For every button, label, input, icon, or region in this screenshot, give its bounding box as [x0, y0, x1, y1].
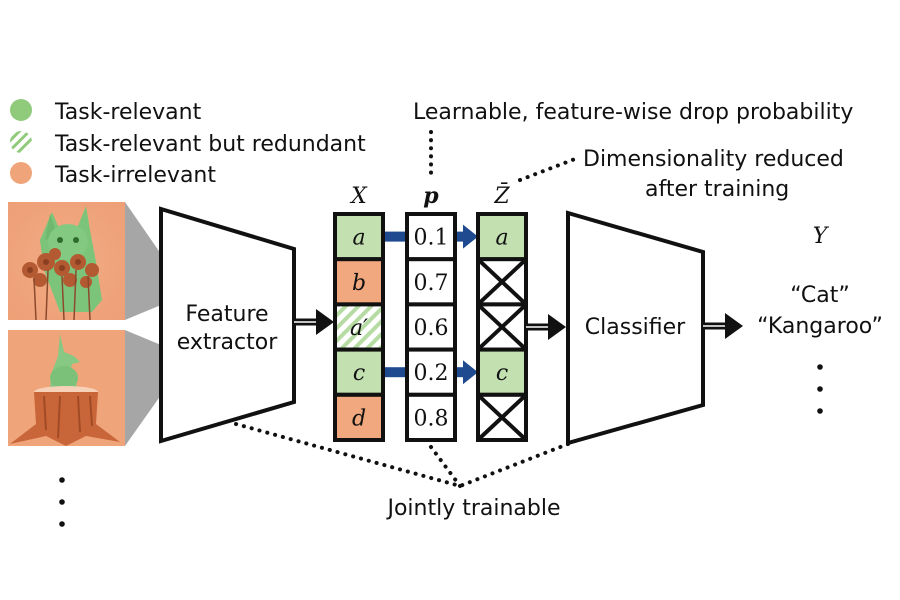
- dropped-feature-cell: [476, 392, 528, 442]
- drop-probability-cell: 0.1: [405, 212, 457, 262]
- legend-item-task-relevant: Task-relevant: [10, 99, 202, 125]
- cross-icon: [478, 304, 526, 350]
- jointly-trainable-label: Jointly trainable: [385, 496, 560, 521]
- drop-probability-value: 0.1: [414, 226, 449, 251]
- output-label-cat: “Cat”: [790, 283, 849, 308]
- dimensionality-annotation-line2: after training: [645, 177, 789, 202]
- z-column-header: Z̄: [493, 182, 510, 209]
- keep-arrow: [383, 360, 478, 385]
- feature-cell-x: c: [333, 347, 385, 397]
- dropped-feature-cell: [476, 302, 528, 352]
- feature-symbol: a′: [350, 316, 368, 341]
- legend-item-task-relevant-redundant: Task-relevant but redundant: [10, 131, 366, 157]
- feature-cell-x: a′: [333, 302, 385, 352]
- feature-symbol: c: [496, 361, 508, 386]
- x-column-header: X: [349, 184, 368, 209]
- feature-symbol: c: [353, 361, 365, 386]
- drop-probability-value: 0.2: [414, 361, 449, 386]
- feature-cell-x: b: [333, 257, 385, 307]
- classifier: Classifier: [566, 210, 705, 446]
- green-dot-icon: [10, 99, 32, 121]
- drop-probability-value: 0.8: [414, 406, 449, 431]
- classifier-label: Classifier: [585, 315, 686, 340]
- feature-extractor-label-line2: extractor: [177, 330, 279, 355]
- legend-label: Task-irrelevant: [54, 163, 216, 188]
- kept-feature-cell: c: [476, 347, 528, 397]
- legend-item-task-irrelevant: Task-irrelevant: [10, 162, 216, 188]
- outputs: Y “Cat” “Kangaroo”: [757, 224, 883, 414]
- legend: Task-relevant Task-relevant but redundan…: [10, 99, 366, 188]
- orange-dot-icon: [10, 162, 32, 184]
- p-column-header: p: [423, 183, 439, 209]
- kept-feature-cell: a: [476, 212, 528, 262]
- more-outputs-ellipsis: [817, 364, 823, 414]
- feature-cell-x: d: [333, 392, 385, 442]
- arrow-to-classifier: [526, 314, 566, 340]
- more-images-ellipsis: [59, 477, 65, 527]
- arrow-to-features: [294, 309, 334, 335]
- classifier-block: [566, 210, 705, 446]
- cross-icon: [478, 395, 526, 440]
- feature-symbol: a: [352, 226, 365, 251]
- feature-symbol: a: [495, 226, 508, 251]
- projection-wedge: [125, 202, 161, 320]
- cat-image: [8, 202, 125, 321]
- drop-probability-cell: 0.6: [405, 302, 457, 352]
- legend-label: Task-relevant but redundant: [54, 132, 366, 157]
- drop-probability-cell: 0.7: [405, 257, 457, 307]
- input-images: [8, 202, 161, 527]
- feature-extractor-label-line1: Feature: [185, 302, 268, 327]
- feature-cell-x: a: [333, 212, 385, 262]
- feature-symbol: d: [352, 406, 366, 431]
- feature-symbol: b: [352, 271, 366, 296]
- dimensionality-annotation-line1: Dimensionality reduced: [583, 147, 844, 172]
- drop-probability-cell: 0.8: [405, 392, 457, 442]
- legend-label: Task-relevant: [54, 100, 202, 125]
- arrow-to-output: [703, 313, 743, 339]
- feature-extractor: Feature extractor: [159, 206, 296, 444]
- kangaroo-image: [8, 330, 125, 446]
- hatched-dot-icon: [10, 131, 32, 153]
- drop-probability-annotation: Learnable, feature-wise drop probability: [413, 100, 853, 125]
- y-label: Y: [813, 224, 830, 249]
- keep-arrow: [383, 224, 478, 249]
- drop-probability-value: 0.7: [414, 271, 449, 296]
- cross-icon: [478, 259, 526, 304]
- drop-probability-value: 0.6: [414, 316, 449, 341]
- jointly-trainable-leaders: [234, 422, 570, 488]
- output-label-kangaroo: “Kangaroo”: [757, 314, 883, 339]
- dimensionality-leader: [518, 157, 577, 182]
- drop-probability-cell: 0.2: [405, 347, 457, 397]
- projection-wedge: [125, 330, 161, 446]
- dropped-feature-cell: [476, 257, 528, 307]
- feature-extractor-block: [159, 206, 296, 444]
